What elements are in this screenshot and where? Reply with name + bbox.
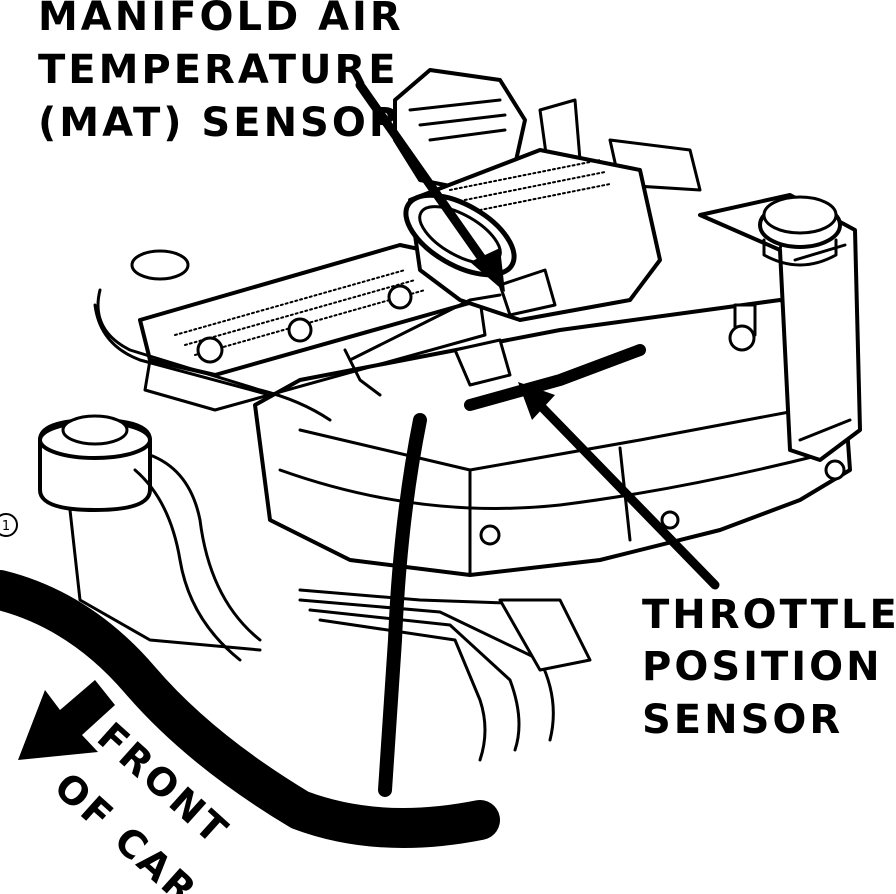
- left-valve-cover: [130, 243, 487, 412]
- mat-label-line-3: (MAT) SENSOR: [38, 100, 403, 146]
- alternator: [393, 68, 702, 192]
- callout-number: 1: [2, 519, 10, 534]
- tps-sensor-label: THROTTLE POSITION SENSOR: [642, 592, 896, 743]
- right-valve-cover: [698, 193, 862, 462]
- tps-label-line-3: SENSOR: [642, 697, 843, 743]
- wiring-harness: [93, 288, 646, 797]
- mat-label-line-1: MANIFOLD AIR: [38, 0, 404, 40]
- mat-label-line-2: TEMPERATURE: [38, 47, 399, 93]
- mat-pointer-arrow: [355, 80, 505, 292]
- left-canister: [38, 414, 262, 662]
- engine-block: [253, 298, 852, 577]
- front-arrow-icon: [18, 680, 115, 760]
- callout-marker: 1: [0, 513, 18, 537]
- tps-pointer-arrow: [518, 382, 720, 590]
- corrugated-hose: [0, 570, 500, 848]
- tps-label-line-1: THROTTLE: [642, 592, 896, 638]
- tps-label-line-2: POSITION: [642, 644, 883, 690]
- plug-wires: [298, 588, 592, 762]
- mat-sensor-label: MANIFOLD AIR TEMPERATURE (MAT) SENSOR: [38, 0, 404, 146]
